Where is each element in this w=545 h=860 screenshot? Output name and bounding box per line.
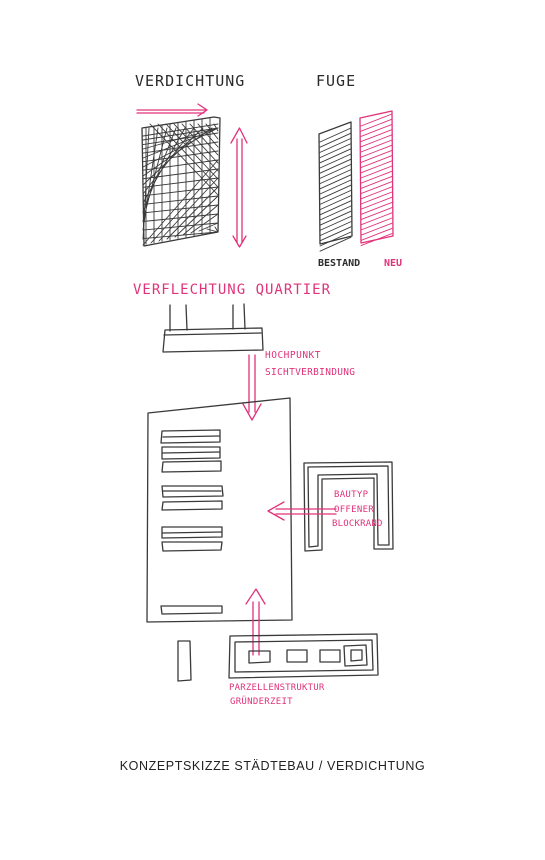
label-offener: OFFENER [334, 505, 375, 515]
tower-outline [141, 116, 221, 247]
label-gruenderzeit: GRÜNDERZEIT [230, 697, 293, 707]
label-verdichtung: VERDICHTUNG [135, 72, 246, 90]
page-caption: KONZEPTSKIZZE STÄDTEBAU / VERDICHTUNG [119, 759, 426, 773]
fuge-neu-block [359, 110, 394, 247]
blockrand-u-shape [303, 461, 394, 552]
hochpunkt-arrow [242, 354, 262, 421]
label-parzellenstruktur: PARZELLENSTRUKTUR [229, 683, 325, 693]
verdichtung-tower [141, 116, 221, 247]
label-neu: NEU [384, 258, 403, 269]
main-building [146, 397, 293, 623]
label-hochpunkt: HOCHPUNKT [265, 350, 321, 361]
small-pillar [177, 640, 192, 682]
gruenderzeit-block [228, 633, 379, 679]
label-bestand: BESTAND [318, 258, 361, 269]
label-blockrand: BLOCKRAND [332, 519, 383, 529]
fuge-bestand-block [318, 121, 353, 252]
label-sichtverbindung: SICHTVERBINDUNG [265, 367, 356, 378]
label-bautyp: BAUTYP [334, 490, 369, 500]
verdichtung-vertical-arrow [230, 127, 248, 248]
bautyp-arrow [267, 501, 337, 521]
parzellen-arrow [245, 588, 266, 656]
label-verflechtung-quartier: VERFLECHTUNG QUARTIER [133, 282, 332, 298]
quartier-top-block [162, 303, 264, 353]
verdichtung-horizontal-arrow [136, 103, 208, 117]
label-fuge: FUGE [316, 72, 357, 90]
